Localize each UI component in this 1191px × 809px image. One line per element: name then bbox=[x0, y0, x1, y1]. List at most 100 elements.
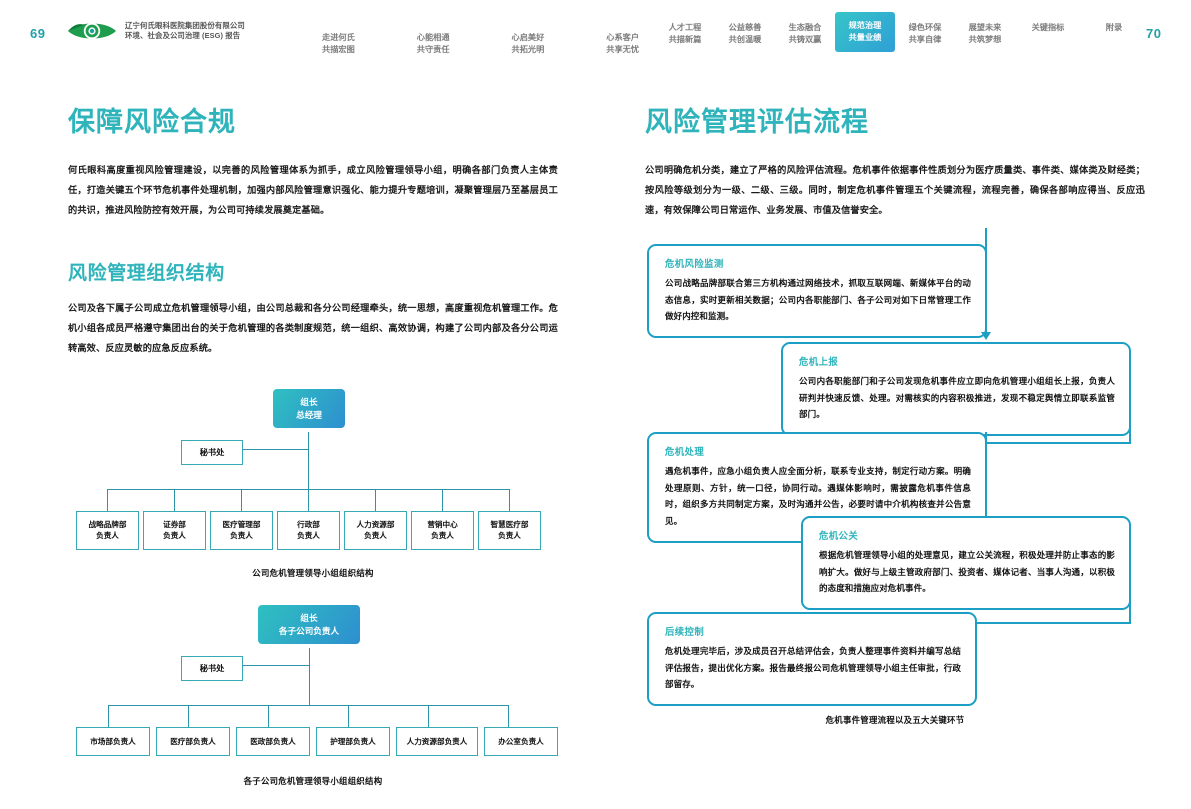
org-leaf-2-line1: 医疗管理部 bbox=[222, 519, 261, 529]
flow-connector-4-5-vert bbox=[1129, 596, 1131, 625]
org2-line-drop-1 bbox=[188, 704, 189, 727]
flow-step-1-title: 危机风险监测 bbox=[665, 258, 724, 270]
flow-step-2: 危机上报 公司内各职能部门和子公司发现危机事件应立即向危机管理小组组长上报，负责… bbox=[781, 342, 1131, 437]
page-number-left: 69 bbox=[30, 26, 46, 41]
nav-item-appendix-line1: 附录 bbox=[1105, 23, 1123, 32]
nav-item-3-line2: 共享无忧 bbox=[606, 44, 640, 54]
flow-step-1-text: 公司战略品牌部联合第三方机构通过网络技术，抓取互联网端、新媒体平台的动态信息，实… bbox=[665, 278, 971, 322]
org-leaf-4: 人力资源部 负责人 bbox=[344, 510, 407, 551]
org2-line-drop-5 bbox=[508, 704, 509, 727]
page-number-right: 70 bbox=[1146, 26, 1162, 41]
nav-item-3-line1: 心系客户 bbox=[606, 33, 640, 42]
flow-step-3-text: 遇危机事件，应急小组负责人应全面分析，联系专业支持，制定行动方案。明确处理原则、… bbox=[665, 466, 971, 527]
org-leaf-0: 战略品牌部 负责人 bbox=[76, 510, 139, 551]
org-leaf-0-line2: 负责人 bbox=[96, 531, 119, 541]
org2-leaf-4-line1: 人力资源部负责人 bbox=[406, 736, 468, 746]
flow-caption: 危机事件管理流程以及五大关键环节 bbox=[825, 715, 965, 726]
flow-step-2-title: 危机上报 bbox=[799, 356, 839, 368]
flow-connector-1-2-seg bbox=[985, 228, 987, 333]
nav-item-2-line2: 共拓光明 bbox=[511, 44, 545, 54]
org-line-drop-2 bbox=[241, 488, 242, 511]
org-leaf-1: 证券部 负责人 bbox=[143, 510, 206, 551]
org-node-root-company: 组长 总经理 bbox=[273, 388, 345, 429]
section-title-org-structure: 风险管理组织结构 bbox=[68, 263, 225, 285]
nav-item-appendix[interactable]: 附录 bbox=[1081, 12, 1147, 44]
flow-step-4: 危机公关 根据危机管理领导小组的处理意见，建立公关流程，积极处理并防止事态的影响… bbox=[801, 516, 1131, 611]
flow-step-4-title: 危机公关 bbox=[819, 530, 859, 542]
org2-leaf-3-line1: 护理部负责人 bbox=[330, 736, 376, 746]
nav-item-0-line2: 共描宏图 bbox=[322, 44, 355, 54]
org-leaf-5-line2: 负责人 bbox=[431, 531, 454, 541]
org2-leaf-2: 医政部负责人 bbox=[236, 726, 310, 757]
nav-item-1-line2: 共守责任 bbox=[416, 44, 450, 54]
nav-item-kpi[interactable]: 关键指标 bbox=[1015, 12, 1081, 44]
nav-right-group: 人才工程 共描新篇 公益慈善 共创温暖 生态融合 共铸双赢 规范治理 共量业绩 … bbox=[655, 12, 1147, 56]
org2-line-root-stem bbox=[309, 647, 310, 705]
org2-leaf-5: 办公室负责人 bbox=[484, 726, 558, 757]
nav-item-2[interactable]: 心启美好 共拓光明 bbox=[500, 22, 557, 66]
nav-item-talent-line1: 人才工程 bbox=[668, 23, 702, 32]
flow-connector-2-3-vert bbox=[1129, 416, 1131, 445]
company-logo: 辽宁何氏眼科医院集团股份有限公司 环境、社会及公司治理 (ESG) 报告 bbox=[66, 20, 245, 42]
org2-leaf-2-line1: 医政部负责人 bbox=[250, 736, 296, 746]
org2-leaf-0-line1: 市场部负责人 bbox=[90, 736, 136, 746]
org-leaf-2-line2: 负责人 bbox=[230, 531, 253, 541]
org2-leaf-0: 市场部负责人 bbox=[76, 726, 150, 757]
flow-connector-3-4-seg bbox=[985, 432, 987, 519]
org-leaf-6-line2: 负责人 bbox=[498, 531, 521, 541]
right-page-column: 风险管理评估流程 公司明确危机分类，建立了严格的风险评估流程。危机事件依据事件性… bbox=[645, 100, 1145, 744]
left-intro-paragraph: 何氏眼科高度重视风险管理建设，以完善的风险管理体系为抓手，成立风险管理领导小组，… bbox=[68, 165, 558, 215]
org-chart-subsidiary-caption: 各子公司危机管理领导小组组织结构 bbox=[243, 775, 383, 786]
left-page-column: 保障风险合规 何氏眼科高度重视风险管理建设，以完善的风险管理体系为抓手，成立风险… bbox=[68, 100, 558, 786]
nav-item-ecology-line1: 生态融合 bbox=[788, 23, 822, 32]
nav-item-future[interactable]: 展望未来 共筑梦想 bbox=[955, 12, 1015, 56]
org-chart-subsidiary: 组长 各子公司负责人 秘书处 市场部负责人 医疗部负责人 医政部负责人 bbox=[68, 604, 558, 786]
nav-item-0[interactable]: 走进何氏 共描宏图 bbox=[310, 22, 367, 66]
org2-line-drop-4 bbox=[428, 704, 429, 727]
page-header: 69 70 辽宁何氏眼科医院集团股份有限公司 环境、社会及公司治理 (ESG) … bbox=[0, 0, 1191, 62]
nav-item-ecology[interactable]: 生态融合 共铸双赢 bbox=[775, 12, 835, 56]
org-leaf-1-line2: 负责人 bbox=[163, 531, 186, 541]
nav-item-2-line1: 心启美好 bbox=[511, 33, 545, 42]
flow-step-5-text: 危机处理完毕后，涉及成员召开总结评估会，负责人整理事件资料并编写总结评估报告，提… bbox=[665, 646, 961, 690]
org-leaf-4-line2: 负责人 bbox=[364, 531, 387, 541]
org-leaf-4-line1: 人力资源部 bbox=[356, 519, 395, 529]
org-leaf-0-line1: 战略品牌部 bbox=[88, 519, 127, 529]
org-line-drop-3 bbox=[308, 488, 309, 511]
org-node-root-subsidiary: 组长 各子公司负责人 bbox=[258, 604, 360, 645]
nav-item-talent-line2: 共描新篇 bbox=[668, 34, 702, 44]
nav-item-talent[interactable]: 人才工程 共描新篇 bbox=[655, 12, 715, 56]
org2-leaf-1-line1: 医疗部负责人 bbox=[170, 736, 216, 746]
nav-item-1[interactable]: 心能相通 共守责任 bbox=[405, 22, 462, 66]
org-line-drop-0 bbox=[107, 488, 108, 511]
org2-line-drop-3 bbox=[348, 704, 349, 727]
org-line-root-stem bbox=[308, 431, 309, 489]
nav-item-governance-line1: 规范治理 bbox=[848, 21, 882, 31]
flow-step-5-title: 后续控制 bbox=[665, 626, 705, 638]
nav-item-0-line1: 走进何氏 bbox=[322, 33, 355, 42]
org-leaf-3: 行政部 负责人 bbox=[277, 510, 340, 551]
org2-line-drop-2 bbox=[268, 704, 269, 727]
org-leaf-5: 营销中心 负责人 bbox=[411, 510, 474, 551]
org2-line-bus bbox=[108, 704, 508, 706]
nav-item-3[interactable]: 心系客户 共享无忧 bbox=[594, 22, 651, 66]
org-leaf-3-line2: 负责人 bbox=[297, 531, 320, 541]
flow-step-4-text: 根据危机管理领导小组的处理意见，建立公关流程，积极处理并防止事态的影响扩大。做好… bbox=[819, 550, 1115, 594]
org-line-drop-1 bbox=[174, 488, 175, 511]
nav-item-charity[interactable]: 公益慈善 共创温暖 bbox=[715, 12, 775, 56]
org2-line-drop-0 bbox=[108, 704, 109, 727]
flow-step-5: 后续控制 危机处理完毕后，涉及成员召开总结评估会，负责人整理事件资料并编写总结评… bbox=[647, 612, 977, 707]
org-node-root-company-line1: 组长 bbox=[300, 396, 318, 407]
company-name-line1: 辽宁何氏眼科医院集团股份有限公司 bbox=[125, 21, 245, 31]
nav-item-charity-line2: 共创温暖 bbox=[728, 34, 762, 44]
nav-item-governance[interactable]: 规范治理 共量业绩 bbox=[835, 12, 895, 52]
nav-item-kpi-line1: 关键指标 bbox=[1031, 23, 1065, 32]
org-line-drop-4 bbox=[375, 488, 376, 511]
org-structure-paragraph: 公司及各下属子公司成立危机管理领导小组，由公司总裁和各分公司经理牵头，统一思想，… bbox=[68, 303, 558, 353]
nav-item-green[interactable]: 绿色环保 共享自律 bbox=[895, 12, 955, 56]
nav-left-group: 走进何氏 共描宏图 心能相通 共守责任 心启美好 共拓光明 心系客户 共享无忧 bbox=[310, 22, 651, 66]
company-name-line2: 环境、社会及公司治理 (ESG) 报告 bbox=[125, 31, 241, 40]
page-title-left: 保障风险合规 bbox=[68, 107, 236, 137]
page-title-right: 风险管理评估流程 bbox=[645, 107, 869, 137]
